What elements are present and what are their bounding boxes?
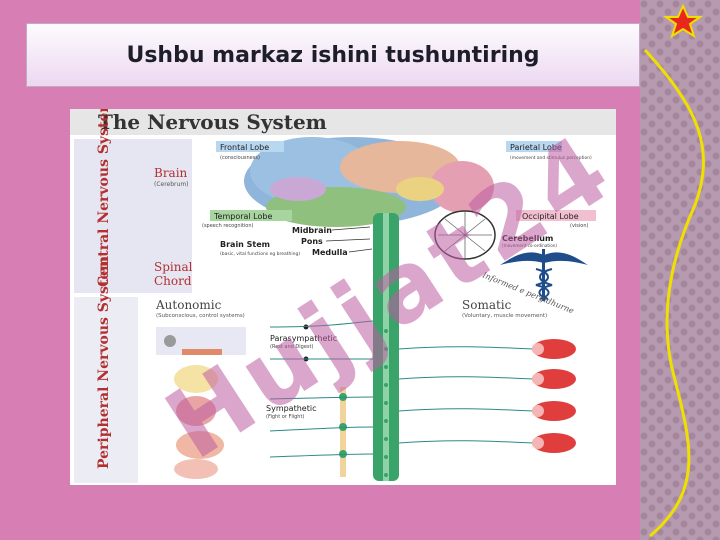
figure-heading: The Nervous System <box>98 110 327 134</box>
caduceus-icon <box>500 249 588 301</box>
frontal-lobe-label: Frontal Lobe <box>220 143 269 152</box>
parasympathetic-sub: (Rest and Digest) <box>270 344 313 350</box>
brain-stem-sub: (basic, vital functions eg breathing) <box>220 251 300 257</box>
parietal-lobe-sub: (movement and stimulus perception) <box>510 155 592 161</box>
frontal-lobe-sub: (consciousness) <box>220 155 260 161</box>
occipital-lobe-label: Occipital Lobe <box>522 212 579 221</box>
right-decorative-strip <box>640 0 720 540</box>
brain-sub-label: (Cerebrum) <box>154 181 189 188</box>
autonomic-sub: (Subconscious, control systems) <box>156 313 245 319</box>
muscle-icon <box>532 339 576 453</box>
somatic-sub: (Voluntary, muscle movement) <box>462 313 547 319</box>
slide-title: Ushbu markaz ishini tushuntiring <box>126 42 540 68</box>
slide-title-box: Ushbu markaz ishini tushuntiring <box>26 23 640 87</box>
medulla-label: Medulla <box>312 248 348 257</box>
parasympathetic-label: Parasympathetic <box>270 334 337 343</box>
cerebellum-sub: (movement co-ordination) <box>502 243 557 248</box>
organ-illustrations <box>156 327 246 479</box>
temporal-lobe-sub: (speech recognition) <box>202 223 254 229</box>
occipital-lobe-sub: (vision) <box>570 223 589 229</box>
chord-label: Chord <box>154 274 192 288</box>
parietal-lobe-label: Parietal Lobe <box>510 143 562 152</box>
spinal-label: Spinal <box>154 260 193 274</box>
somatic-label: Somatic <box>462 298 512 312</box>
autonomic-label: Autonomic <box>155 298 222 312</box>
temporal-lobe-label: Temporal Lobe <box>213 212 272 221</box>
sympathetic-sub: (Fight or Flight) <box>266 414 304 420</box>
cns-vertical-label: Central Nervous System <box>96 109 112 287</box>
pons-label: Pons <box>301 237 323 246</box>
nervous-system-figure: The Nervous System Central Nervous Syste… <box>70 109 616 485</box>
cerebellum-label: Cerebellum <box>502 234 553 243</box>
brain-stem-label: Brain Stem <box>220 240 270 249</box>
brain-illustration <box>244 137 496 260</box>
pns-vertical-label: Peripheral Nervous System <box>96 256 112 469</box>
sympathetic-label: Sympathetic <box>266 404 316 413</box>
midbrain-label: Midbrain <box>292 226 332 235</box>
brain-label: Brain <box>154 166 188 180</box>
